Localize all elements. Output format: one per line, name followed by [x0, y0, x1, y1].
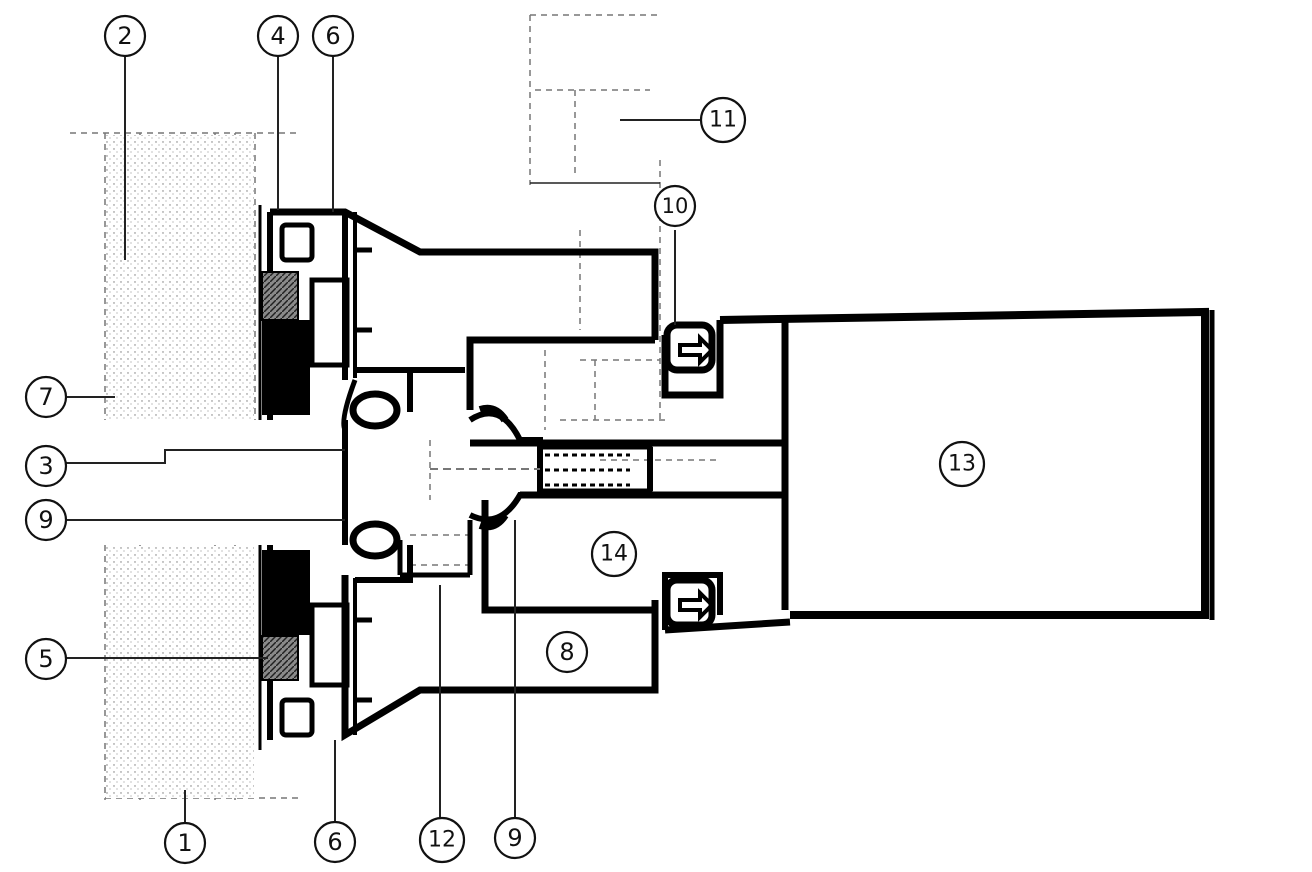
callout-6-bottom-label: 6 — [327, 828, 342, 856]
callout-11-label: 11 — [709, 108, 737, 133]
callout-9-left: 9 — [24, 498, 68, 542]
callout-6-top: 6 — [311, 14, 355, 58]
callout-9-bottom-label: 9 — [507, 824, 522, 852]
callout-1: 1 — [163, 821, 207, 865]
upper-gasket — [261, 271, 299, 321]
callout-7: 7 — [24, 375, 68, 419]
clip-lower — [663, 576, 716, 629]
callout-14-label: 14 — [600, 542, 628, 567]
bolt-shaft — [430, 444, 653, 494]
central-joint — [341, 379, 543, 575]
callout-13: 13 — [938, 440, 986, 488]
clip-upper — [663, 321, 716, 374]
callout-10-label: 10 — [662, 194, 689, 218]
callout-5: 5 — [24, 637, 68, 681]
callout-3: 3 — [24, 444, 68, 488]
callout-10: 10 — [653, 184, 697, 228]
wall-fill — [106, 135, 254, 798]
callout-14: 14 — [590, 530, 638, 578]
callout-4-label: 4 — [270, 22, 285, 50]
lower-seal-bar — [262, 550, 310, 635]
callout-3-label: 3 — [38, 452, 53, 480]
leader-lines — [66, 56, 700, 825]
callout-6-bottom: 6 — [313, 820, 357, 864]
right-housing — [661, 307, 1215, 634]
callout-7-label: 7 — [38, 383, 53, 411]
callout-12: 12 — [418, 816, 466, 864]
callout-4: 4 — [256, 14, 300, 58]
callout-9-left-label: 9 — [38, 506, 53, 534]
callout-9-bottom: 9 — [493, 816, 537, 860]
callout-13-label: 13 — [948, 452, 976, 477]
callout-12-label: 12 — [428, 828, 456, 853]
callout-11: 11 — [699, 96, 747, 144]
callout-8-label: 8 — [559, 638, 574, 666]
callout-8: 8 — [545, 630, 589, 674]
callout-5-label: 5 — [38, 645, 53, 673]
callout-1-label: 1 — [177, 829, 192, 857]
callout-6-top-label: 6 — [325, 22, 340, 50]
callout-2-label: 2 — [117, 22, 132, 50]
upper-seal-bar — [262, 320, 310, 415]
callout-2: 2 — [103, 14, 147, 58]
lower-frame-profile — [258, 500, 659, 750]
